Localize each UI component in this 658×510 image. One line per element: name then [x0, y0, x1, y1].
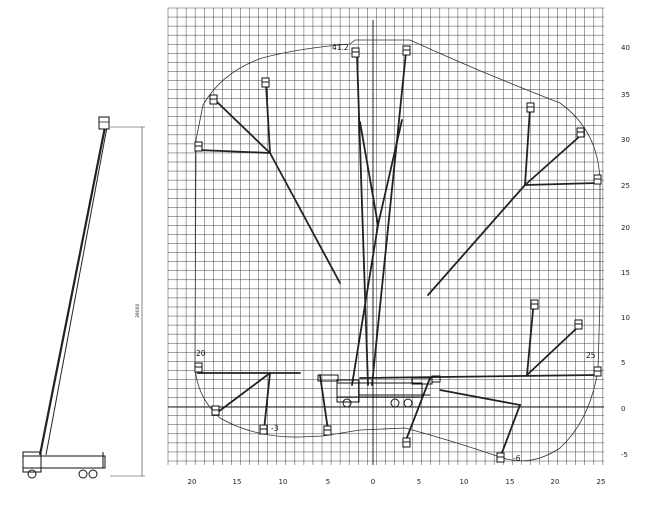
x-axis-tick-labels: 20 15 10 5 0 5 10 15 20 25: [188, 478, 606, 486]
x-tick-label: 25: [597, 478, 606, 486]
y-tick-label: 30: [621, 136, 630, 144]
y-tick-label: 5: [621, 359, 625, 367]
y-axis-tick-labels: 40 35 30 25 20 15 10 5 0 -5: [621, 44, 630, 459]
platform-baskets: [194, 45, 602, 463]
y-tick-label: 40: [621, 44, 630, 52]
left-depth-label: -3: [271, 424, 279, 433]
truck-main: [317, 374, 441, 408]
x-tick-label: 10: [460, 478, 469, 486]
right-reach-label: 25: [586, 351, 596, 360]
y-tick-label: 15: [621, 269, 630, 277]
x-tick-label: 20: [551, 478, 560, 486]
x-tick-label: 20: [188, 478, 197, 486]
x-tick-label: 5: [326, 478, 330, 486]
working-envelope: [194, 39, 601, 462]
y-tick-label: 10: [621, 314, 630, 322]
x-tick-label: 10: [279, 478, 288, 486]
y-tick-label: 35: [621, 91, 630, 99]
side-elevation-view: 39000: [22, 116, 145, 479]
right-depth-label: -6: [513, 454, 521, 463]
y-tick-label: 25: [621, 182, 630, 190]
y-tick-label: -5: [621, 451, 628, 459]
x-tick-label: 15: [506, 478, 515, 486]
left-reach-label: 20: [196, 349, 206, 358]
boom-positions: [197, 51, 599, 459]
y-tick-label: 20: [621, 224, 630, 232]
y-tick-label: 0: [621, 405, 625, 413]
grid: [167, 7, 604, 465]
x-tick-label: 5: [417, 478, 421, 486]
height-dimension-label: 39000: [135, 304, 141, 318]
x-tick-label: 15: [233, 478, 242, 486]
x-tick-label: 0: [371, 478, 375, 486]
max-height-label: 41.2: [332, 43, 349, 52]
